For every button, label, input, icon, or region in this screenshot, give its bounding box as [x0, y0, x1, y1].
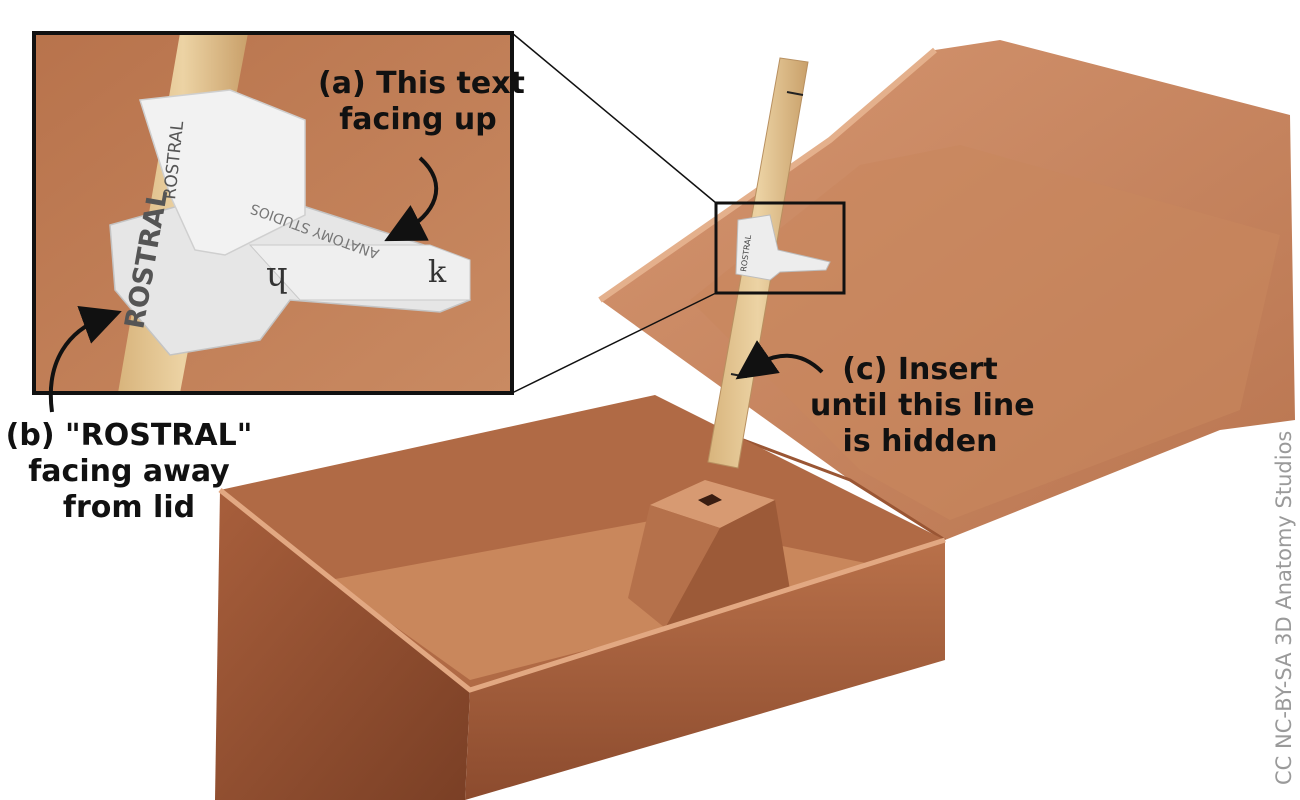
callout-b-line1: (b) "ROSTRAL" — [5, 418, 253, 453]
box-front-wall — [215, 490, 470, 800]
zoom-line-top — [511, 32, 717, 204]
callout-b-line2: facing away — [28, 454, 230, 489]
box-side-wall — [465, 540, 945, 800]
zoom-source-frame — [714, 201, 846, 295]
box-rim — [218, 488, 946, 693]
inset-k-glyph: k — [428, 255, 447, 290]
callout-a-text: (a) This text facing up — [318, 66, 525, 138]
callout-c-text: (c) Insert until this line is hidden — [810, 352, 1035, 460]
callout-c-line2: until this line — [810, 388, 1035, 423]
license-credit: CC NC-BY-SA 3D Anatomy Studios — [1272, 430, 1296, 785]
callout-a-line2: facing up — [339, 102, 497, 137]
callout-c-line1: (c) Insert — [842, 352, 998, 387]
callout-b-text: (b) "ROSTRAL" facing away from lid — [4, 418, 254, 526]
inset-h-glyph: h — [266, 259, 288, 299]
small-bracket — [735, 214, 831, 281]
inset-bracket-arm — [248, 244, 471, 301]
inset-frame — [32, 31, 514, 395]
arrow-c — [735, 340, 824, 380]
dowel-top-mark — [786, 91, 804, 96]
zoom-line-bottom — [511, 292, 717, 394]
arrow-b — [48, 306, 122, 413]
pedestal-side — [665, 500, 790, 628]
inset-bracket-block — [139, 89, 306, 256]
pedestal-front — [628, 505, 720, 628]
callout-b-line3: from lid — [62, 490, 196, 525]
lid-fold-edge — [598, 47, 937, 303]
arrow-a — [384, 156, 439, 242]
callout-c-line3: is hidden — [842, 424, 998, 459]
pedestal-slot — [698, 494, 722, 506]
lid-inner-panel — [690, 145, 1280, 520]
callout-a-line1: (a) This text — [318, 66, 525, 101]
